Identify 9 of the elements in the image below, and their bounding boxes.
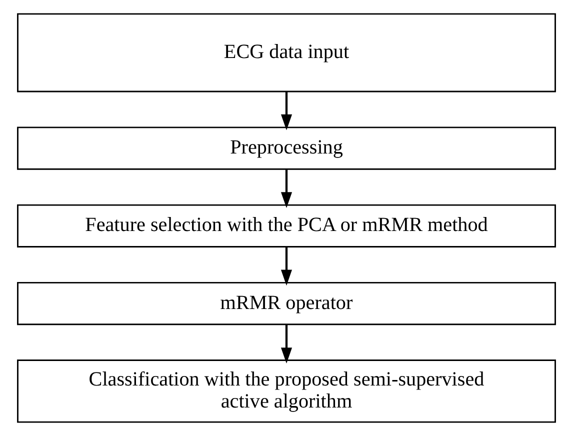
arrow [280,246,292,286]
node-box: mRMR operator [17,282,556,326]
node-box: Feature selection with the PCA or mRMR method [17,204,556,248]
node-box: ECG data input [17,13,556,92]
arrow [280,92,292,130]
arrow [280,324,292,364]
arrow [280,169,292,208]
node-box: Classification with the proposed semi-supervised active algorithm [17,360,556,423]
node-box: Preprocessing [17,126,556,170]
